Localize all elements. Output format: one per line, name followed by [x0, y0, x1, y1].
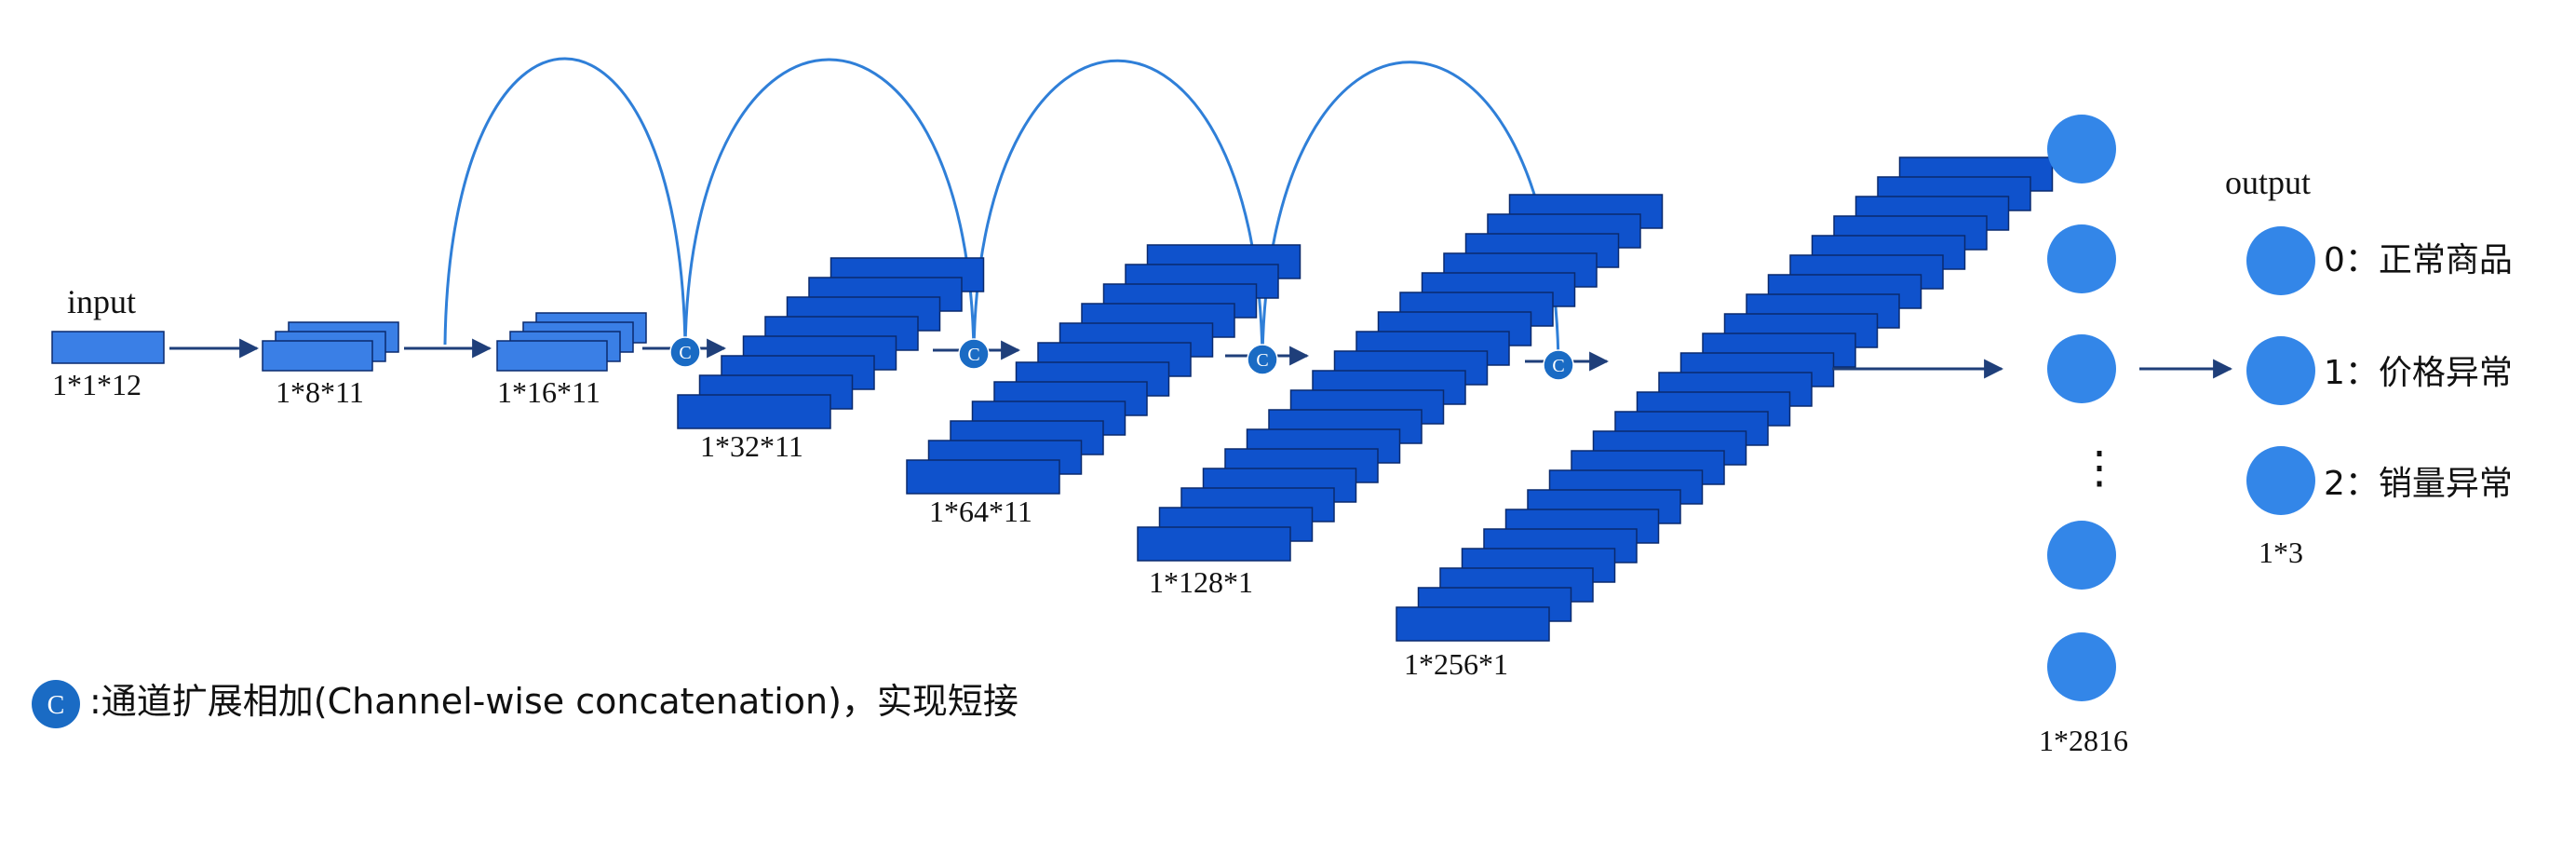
- legend-concat-symbol: C: [47, 691, 65, 720]
- layer-shape-label-conv6: 1*256*1: [1404, 647, 1508, 681]
- layer-shape-label-input: 1*1*12: [52, 368, 142, 401]
- fc-node: [2047, 632, 2116, 701]
- layer-shape-label-conv5: 1*128*1: [1149, 565, 1253, 599]
- output-node: [2246, 226, 2315, 295]
- layer-stack-conv6: [1396, 156, 2054, 642]
- concat-icon: [669, 336, 701, 368]
- skip-connection-arc: [972, 59, 1264, 359]
- concat-symbol: C: [679, 343, 691, 363]
- fc-node: [2047, 334, 2116, 403]
- layer-shape-label-conv3: 1*32*11: [700, 429, 803, 463]
- concat-symbol: C: [1256, 350, 1268, 371]
- concat-badge: C: [669, 336, 701, 368]
- fc-node: [2047, 115, 2116, 183]
- fc-ellipsis: ⋮: [2077, 443, 2122, 493]
- fc-shape-label: 1*2816: [2039, 724, 2128, 757]
- legend-text: :通道扩展相加(Channel-wise concatenation)，实现短接: [89, 681, 1018, 722]
- layer-stack-conv3: [677, 257, 985, 429]
- fc-node: [2047, 224, 2116, 293]
- layer-stack-input: [51, 331, 165, 364]
- skip-connection-arc: [443, 57, 687, 349]
- layer-stacks: [51, 156, 2054, 642]
- legend: C :通道扩展相加(Channel-wise concatenation)，实现…: [32, 680, 1018, 728]
- output-class-1: 1：价格异常: [2324, 354, 2513, 392]
- feature-map-slice: [1137, 526, 1291, 562]
- input-label: input: [67, 283, 136, 320]
- layer-stack-conv4: [906, 244, 1301, 495]
- output-node: [2246, 446, 2315, 515]
- layer-stack-conv2: [496, 312, 647, 372]
- output-node: [2246, 336, 2315, 405]
- layer-stack-conv1: [262, 321, 399, 372]
- fc-node: [2047, 521, 2116, 590]
- feature-map-slice: [496, 340, 608, 372]
- fully-connected-layer: [2047, 115, 2116, 701]
- output-label: output: [2225, 164, 2311, 201]
- concat-badge: C: [1247, 344, 1278, 375]
- concat-symbol: C: [967, 345, 979, 365]
- concat-badge: C: [1543, 349, 1574, 381]
- concat-icon: [1543, 349, 1574, 381]
- feature-map-slice: [262, 340, 373, 372]
- layer-shape-label-conv2: 1*16*11: [497, 375, 600, 409]
- concat-icon: [958, 338, 990, 370]
- layer-shape-label-conv1: 1*8*11: [276, 375, 364, 409]
- output-class-0: 0：正常商品: [2324, 241, 2513, 279]
- output-nodes: [2246, 226, 2315, 515]
- layer-shape-label-conv4: 1*64*11: [929, 495, 1032, 528]
- feature-map-slice: [51, 331, 165, 364]
- concat-symbol: C: [1552, 356, 1564, 376]
- output-shape-label: 1*3: [2259, 536, 2303, 569]
- output-class-2: 2：销量异常: [2324, 465, 2513, 503]
- concat-badge: C: [958, 338, 990, 370]
- concat-icon: [1247, 344, 1278, 375]
- feature-map-slice: [677, 394, 831, 429]
- skip-connection-arc: [683, 58, 976, 353]
- feature-map-slice: [906, 459, 1060, 495]
- layer-stack-conv5: [1137, 194, 1664, 562]
- legend-concat-icon: [32, 680, 80, 728]
- feature-map-slice: [1396, 606, 1550, 642]
